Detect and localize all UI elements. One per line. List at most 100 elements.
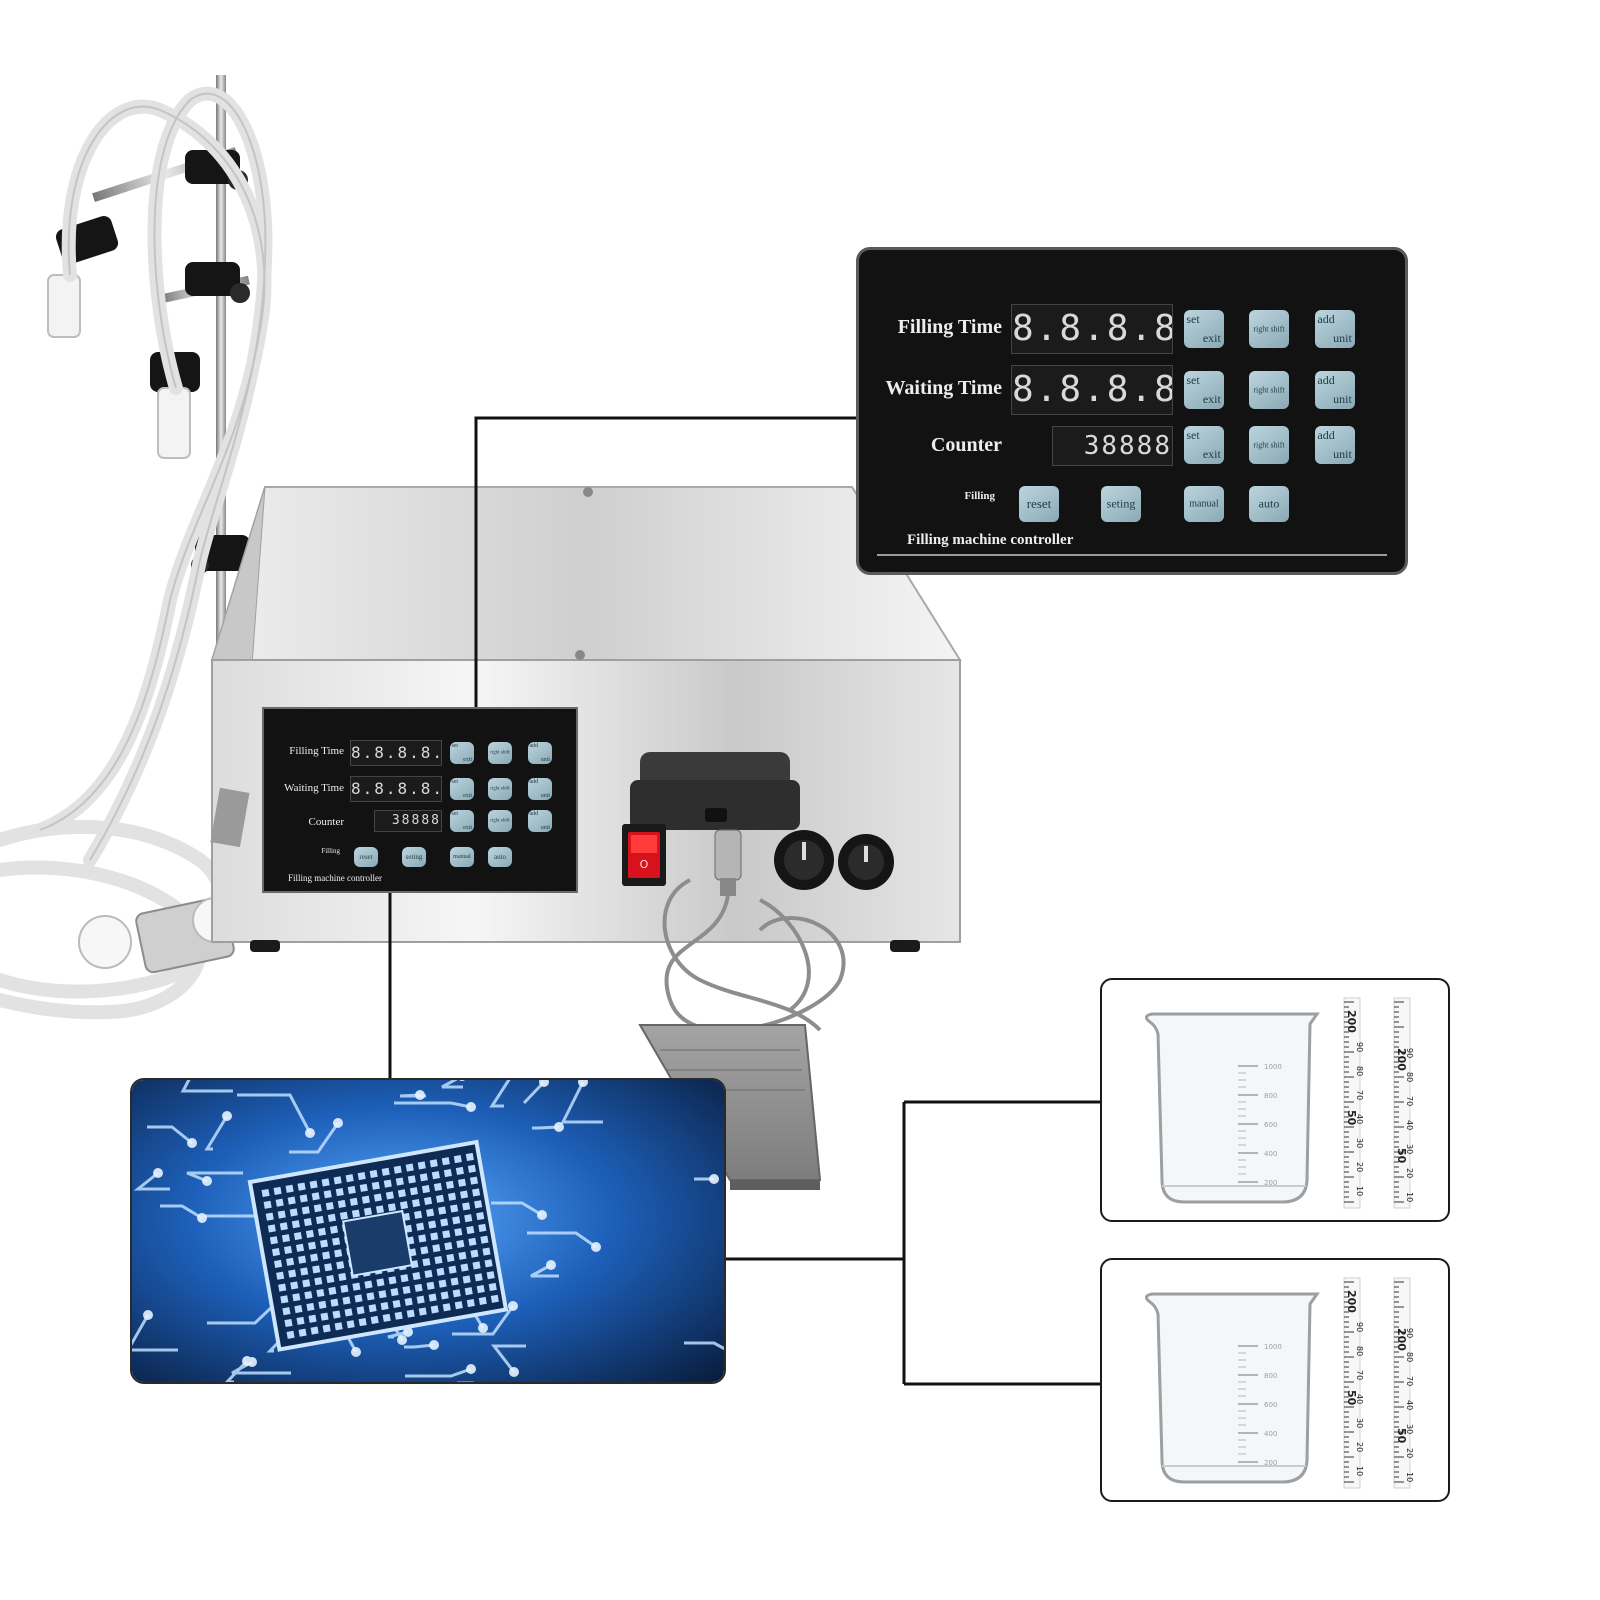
right-shift-key-counter[interactable]: right shift: [488, 810, 512, 832]
chip-pin: [404, 1297, 413, 1306]
seting-button-zoom[interactable]: seting: [1101, 486, 1141, 522]
ruler-label: 10: [1405, 1472, 1414, 1482]
chip-pin: [352, 1282, 361, 1291]
chip-pin: [426, 1281, 435, 1290]
chip-pin: [385, 1191, 394, 1200]
chip-pin: [279, 1222, 288, 1231]
chip-pin: [261, 1188, 270, 1198]
filling-time-display-zoom: 8.8.8.8.: [1011, 304, 1173, 354]
chip-pin: [434, 1255, 443, 1265]
chip-pin: [478, 1223, 487, 1232]
chip-pin: [423, 1196, 433, 1205]
reset-button-zoom[interactable]: reset: [1019, 486, 1059, 522]
ruler-label: 30: [1355, 1418, 1364, 1428]
chip-pin: [455, 1166, 464, 1175]
ruler-label: 40: [1405, 1120, 1414, 1130]
chip-pin: [382, 1313, 391, 1322]
chip-pin: [286, 1257, 295, 1266]
reset-button[interactable]: reset: [354, 847, 378, 867]
chip-pin: [302, 1279, 311, 1288]
circuit-trace: [160, 1204, 203, 1220]
circuit-trace: [489, 1080, 511, 1108]
chip-pin: [446, 1253, 455, 1262]
chip-pin: [371, 1181, 380, 1190]
manual-button[interactable]: manual: [450, 847, 474, 867]
circuit-pad: [539, 1080, 549, 1087]
chip-pin: [482, 1247, 491, 1256]
circuit-trace: [387, 1330, 409, 1339]
right-shift-key-counter-zoom[interactable]: right shift: [1249, 426, 1289, 464]
right-shift-key-filling-zoom[interactable]: right shift: [1249, 310, 1289, 348]
auto-button-zoom[interactable]: auto: [1249, 486, 1289, 522]
chip-pin: [323, 1190, 332, 1199]
chip-pin: [298, 1255, 307, 1264]
right-shift-key-waiting[interactable]: right shift: [488, 778, 512, 800]
chip-pin: [414, 1283, 423, 1292]
chip-pin: [309, 1180, 318, 1189]
chip-pin: [432, 1244, 441, 1253]
ruler-label: 80: [1355, 1066, 1364, 1076]
manual-button-zoom[interactable]: manual: [1184, 486, 1224, 522]
row-label-waiting-time-zoom: Waiting Time: [885, 377, 1002, 399]
chip-pin: [388, 1276, 397, 1285]
ruler: [1393, 1277, 1411, 1489]
chip-pin: [326, 1275, 335, 1284]
chip-pin: [390, 1288, 399, 1297]
chip-pin: [424, 1269, 433, 1278]
chip-pin: [282, 1307, 291, 1316]
auto-button[interactable]: auto: [488, 847, 512, 867]
counter-display-zoom: 38888: [1052, 426, 1173, 466]
power-adapter: [630, 752, 800, 830]
chip-pin: [306, 1302, 315, 1311]
beaker-glass: [1145, 1012, 1320, 1204]
chip-pin: [428, 1220, 437, 1229]
ruler-label-major: 200: [1345, 1290, 1358, 1313]
graduation-label: 1000: [1264, 1063, 1282, 1071]
circuit-pad: [202, 1176, 212, 1186]
circuit-trace: [457, 1381, 475, 1382]
chip-pin: [405, 1163, 414, 1172]
chip-pin: [373, 1193, 382, 1202]
right-shift-key-waiting-zoom[interactable]: right shift: [1249, 371, 1289, 409]
chip-pin: [322, 1324, 331, 1333]
chip-pin: [334, 1322, 343, 1331]
chip-pin: [433, 1182, 442, 1192]
seting-button[interactable]: seting: [402, 847, 426, 867]
ruler-label: 30: [1355, 1138, 1364, 1148]
circuit-trace: [147, 1125, 193, 1145]
chip-pin: [276, 1271, 285, 1280]
circuit-pad: [578, 1080, 588, 1087]
chip-pin: [381, 1167, 390, 1176]
ruler-label: 40: [1355, 1114, 1364, 1124]
chip-pin: [486, 1271, 495, 1280]
circuit-trace: [289, 1122, 340, 1154]
chip-pin: [466, 1225, 475, 1235]
right-shift-key-filling[interactable]: right shift: [488, 742, 512, 764]
chip-pin: [430, 1305, 439, 1314]
chip-pin: [460, 1190, 469, 1199]
chip-pin: [368, 1304, 377, 1313]
chip-pin: [443, 1168, 452, 1178]
chip-pin: [440, 1291, 449, 1300]
chip-pin: [412, 1272, 421, 1281]
chip-pin: [474, 1200, 483, 1209]
waiting-time-display-zoom: 8.8.8.8.: [1011, 365, 1173, 415]
chip-pin: [312, 1265, 321, 1274]
chip-pin: [426, 1208, 435, 1217]
chip-pin: [462, 1202, 471, 1211]
graduation-label: 800: [1264, 1092, 1277, 1100]
chip-pin: [452, 1289, 461, 1298]
circuit-pad: [429, 1340, 439, 1350]
